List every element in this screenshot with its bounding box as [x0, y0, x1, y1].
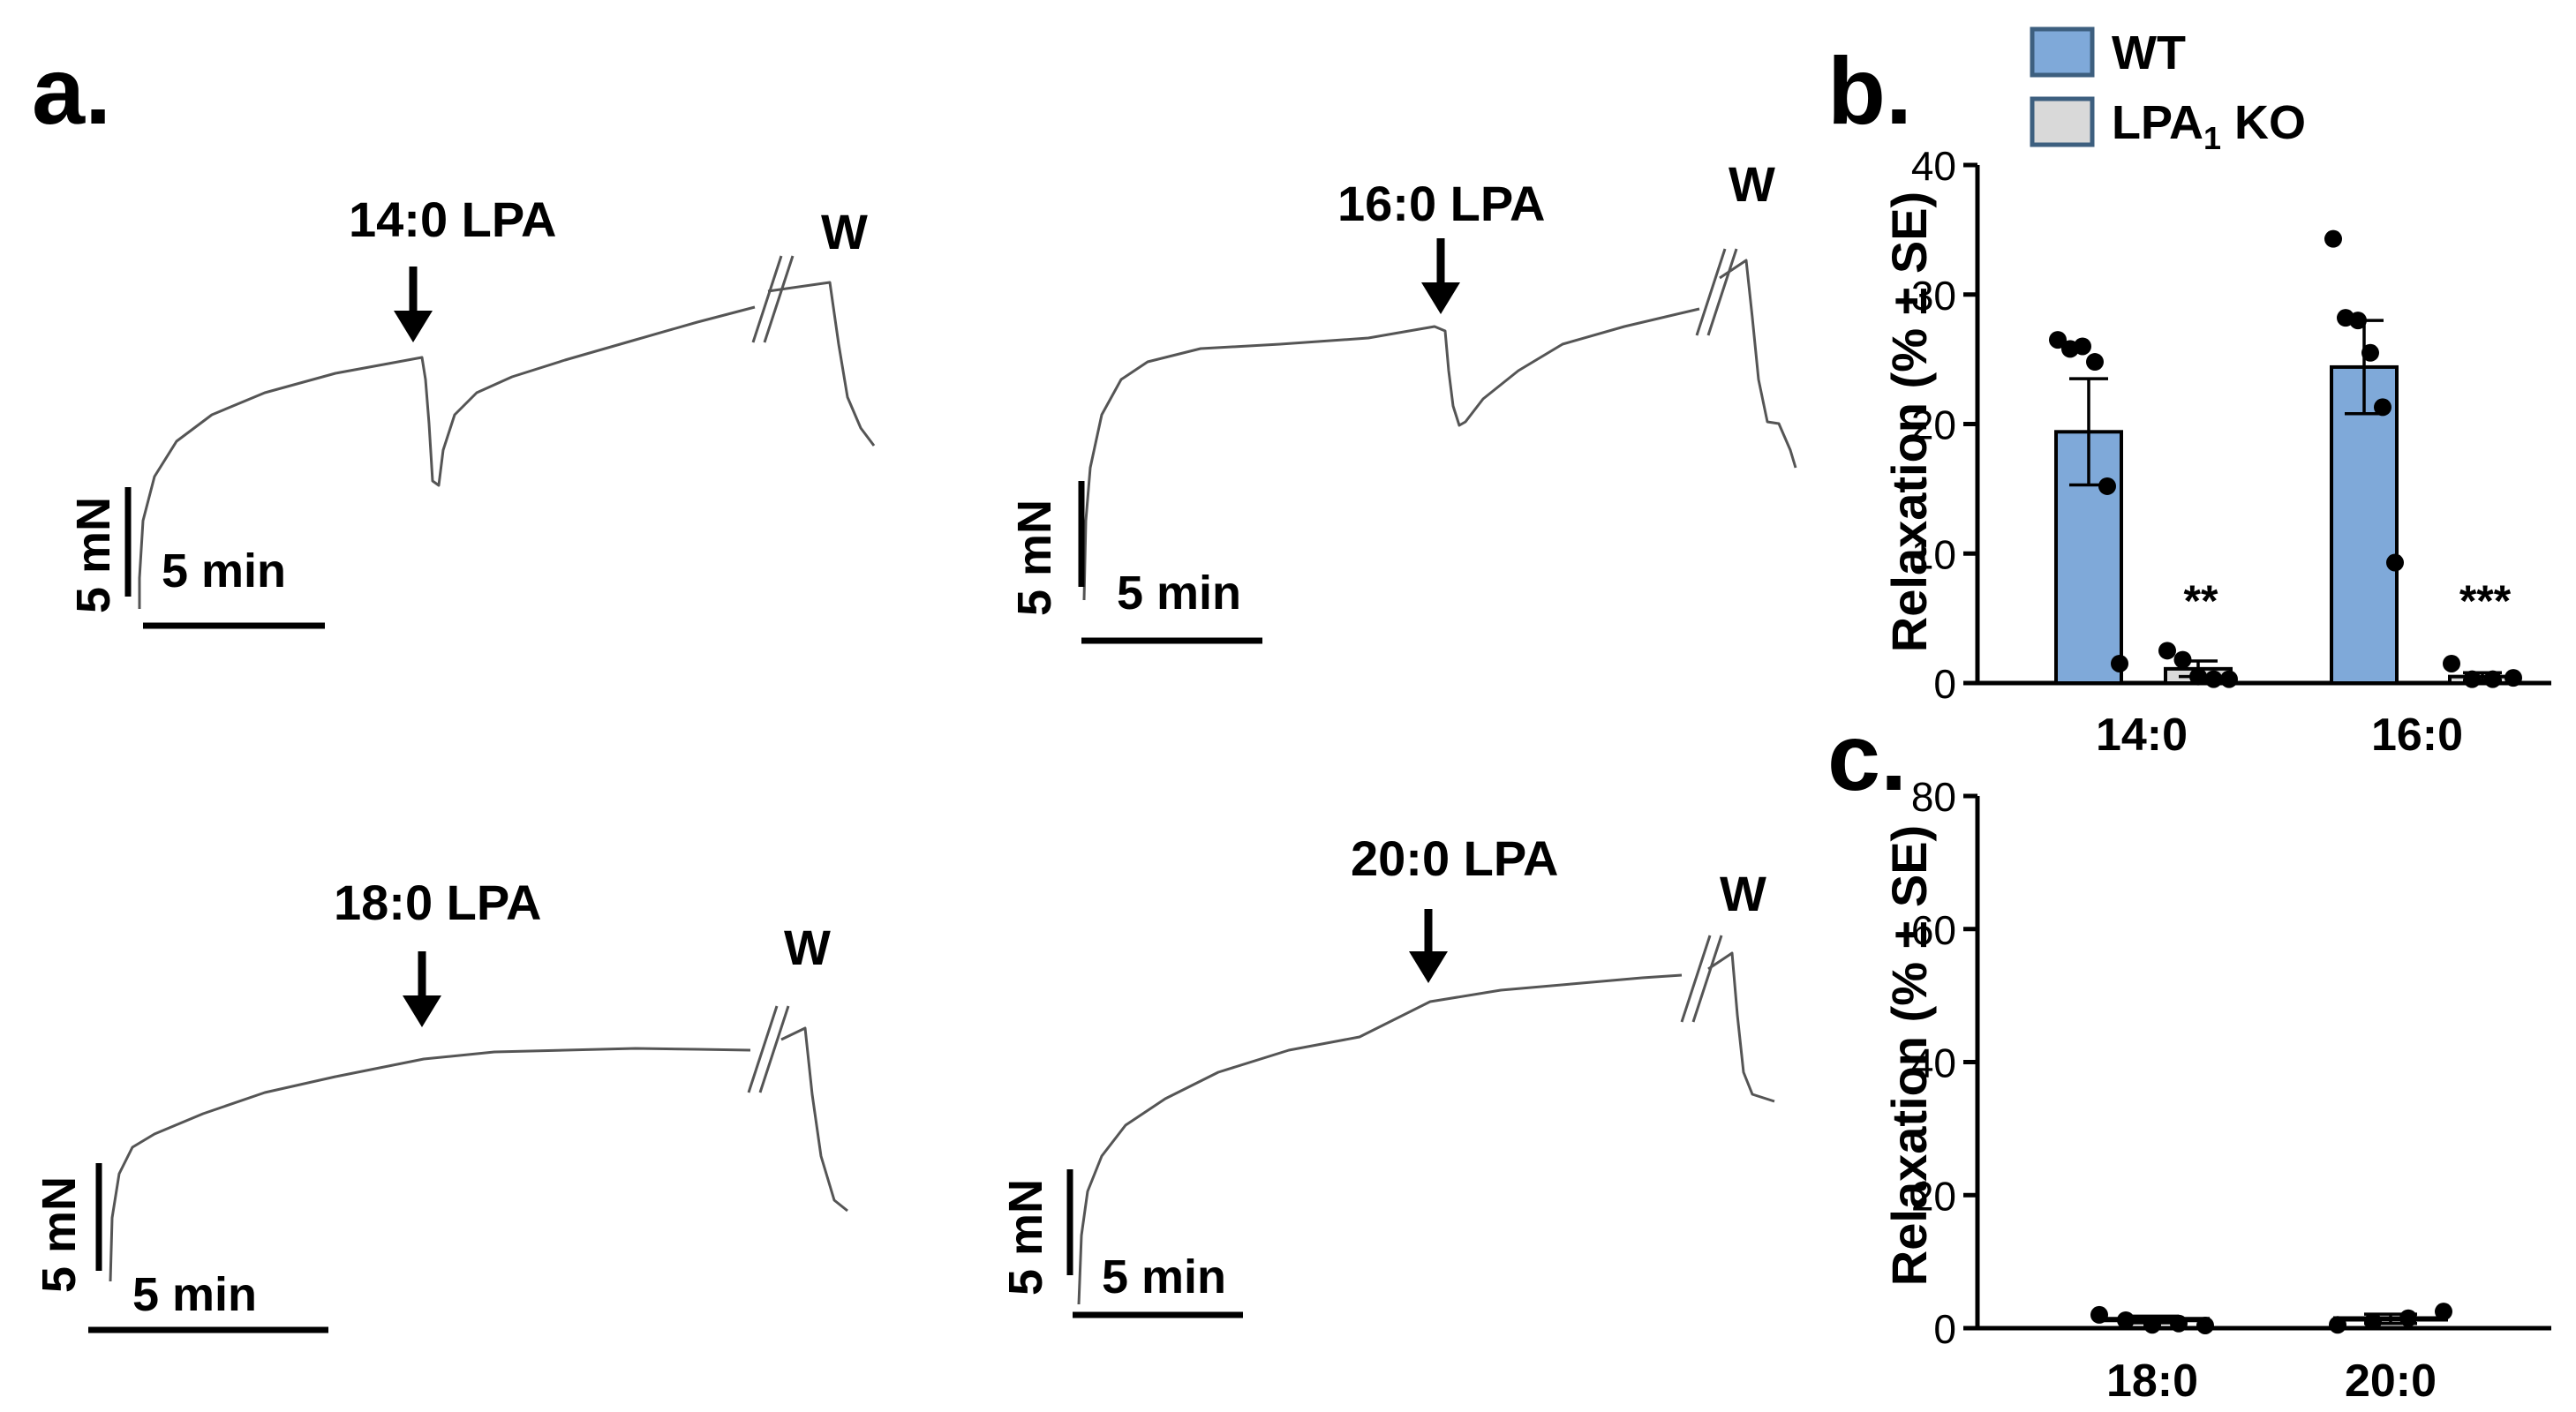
data-point — [2374, 398, 2391, 417]
y-tick-label: 60 — [1911, 907, 1956, 953]
data-point — [2443, 654, 2460, 672]
scale-label-time: 5 min — [1117, 567, 1241, 620]
arrow-down-icon — [1409, 909, 1448, 983]
force-trace — [1082, 307, 1700, 601]
panel-label-b: b. — [1827, 37, 1912, 144]
x-tick-label: 16:0 — [2371, 710, 2463, 761]
x-tick-label: 14:0 — [2096, 710, 2188, 761]
y-tick-label: 0 — [1933, 1306, 1956, 1352]
panel-a: 14:0 LPA W 5 mN 5 min 16:0 LPA W 5 — [33, 156, 1797, 1333]
data-point — [2143, 1316, 2161, 1334]
bar — [2330, 364, 2399, 685]
washout-label: W — [821, 204, 868, 259]
data-point — [2463, 670, 2482, 688]
x-tick-label: 18:0 — [2106, 1356, 2198, 1407]
scale-label-time: 5 min — [132, 1268, 257, 1321]
data-point — [2483, 670, 2502, 688]
data-point — [2361, 343, 2379, 362]
data-point — [2324, 229, 2342, 248]
legend: WT LPA1 KO — [2030, 26, 2306, 156]
break-mark — [1695, 248, 1727, 336]
scale-label-force: 5 mN — [1008, 499, 1061, 616]
panel-label-a: a. — [32, 37, 111, 144]
trace-tail — [1719, 259, 1797, 469]
trace-20-0: 20:0 LPA W 5 mN 5 min — [999, 830, 1775, 1318]
y-tick-label: 40 — [1911, 1040, 1956, 1086]
data-point — [2158, 642, 2176, 660]
arrow-down-icon — [394, 267, 433, 342]
arrow-down-icon — [1421, 238, 1460, 314]
break-mark — [1691, 935, 1723, 1023]
y-axis-label: Relaxation (% ± SE) — [1881, 825, 1937, 1286]
data-point — [2399, 1309, 2417, 1327]
trace-14-0: 14:0 LPA W 5 mN 5 min — [67, 192, 876, 629]
y-tick-label: 80 — [1911, 774, 1956, 820]
y-tick-label: 20 — [1911, 402, 1956, 448]
data-point — [2204, 670, 2223, 688]
legend-label-ko: LPA1 KO — [2112, 96, 2306, 156]
scale-label-force: 5 mN — [67, 497, 120, 613]
trace-tail — [780, 1026, 848, 1213]
y-tick-label: 20 — [1911, 1173, 1956, 1219]
trace-18-0: 18:0 LPA W 5 mN 5 min — [33, 875, 848, 1333]
data-point — [2049, 331, 2067, 349]
data-point — [2170, 1314, 2188, 1333]
data-point — [2086, 353, 2104, 372]
y-axis-label: Relaxation (% ± SE) — [1881, 192, 1937, 652]
trace-tail — [1707, 951, 1775, 1103]
force-trace — [109, 1047, 751, 1282]
washout-label: W — [1720, 866, 1766, 921]
legend-swatch-ko — [2030, 96, 2095, 147]
break-mark — [758, 1005, 790, 1093]
data-point — [2189, 667, 2207, 686]
break-mark — [1680, 935, 1712, 1023]
washout-label: W — [1729, 156, 1775, 212]
force-trace — [1077, 973, 1683, 1305]
data-point — [2386, 553, 2404, 572]
scale-label-time: 5 min — [162, 545, 286, 597]
scale-label-force: 5 mN — [33, 1176, 86, 1293]
trace-tail — [767, 281, 876, 447]
scale-label-time: 5 min — [1102, 1251, 1226, 1303]
agonist-label: 18:0 LPA — [334, 875, 541, 930]
x-tick-label: 20:0 — [2345, 1356, 2437, 1407]
washout-label: W — [784, 920, 831, 975]
y-tick-label: 10 — [1911, 531, 1956, 577]
data-point — [2090, 1305, 2108, 1324]
agonist-label: 20:0 LPA — [1351, 830, 1558, 886]
significance-label: *** — [2459, 576, 2512, 626]
legend-swatch-wt — [2030, 26, 2095, 78]
data-point — [2435, 1303, 2452, 1321]
data-point — [2504, 669, 2522, 687]
y-tick-label: 40 — [1911, 143, 1956, 189]
arrow-down-icon — [403, 951, 441, 1027]
break-mark — [763, 255, 795, 343]
trace-16-0: 16:0 LPA W 5 mN 5 min — [1008, 156, 1797, 644]
break-mark — [751, 255, 783, 343]
legend-label-wt: WT — [2112, 26, 2186, 79]
break-mark — [1706, 248, 1738, 336]
scale-label-force: 5 mN — [999, 1179, 1052, 1296]
data-point — [2329, 1316, 2346, 1334]
significance-label: ** — [2184, 576, 2218, 626]
data-point — [2117, 1311, 2135, 1329]
force-trace — [138, 305, 756, 609]
data-point — [2098, 477, 2116, 495]
agonist-label: 14:0 LPA — [349, 192, 556, 247]
data-point — [2364, 1312, 2382, 1331]
data-point — [2111, 654, 2128, 672]
data-point — [2196, 1316, 2214, 1334]
agonist-label: 16:0 LPA — [1337, 176, 1545, 231]
data-point — [2074, 337, 2091, 356]
panel-label-c: c. — [1827, 703, 1907, 810]
data-point — [2173, 650, 2192, 669]
break-mark — [747, 1005, 779, 1093]
chart-c: Relaxation (% ± SE) 0 20 40 60 80 18:0 20:0 — [1881, 774, 2551, 1407]
data-point — [2349, 312, 2367, 330]
y-tick-label: 0 — [1933, 661, 1956, 707]
data-point — [2220, 670, 2238, 688]
y-tick-label: 30 — [1911, 273, 1956, 319]
